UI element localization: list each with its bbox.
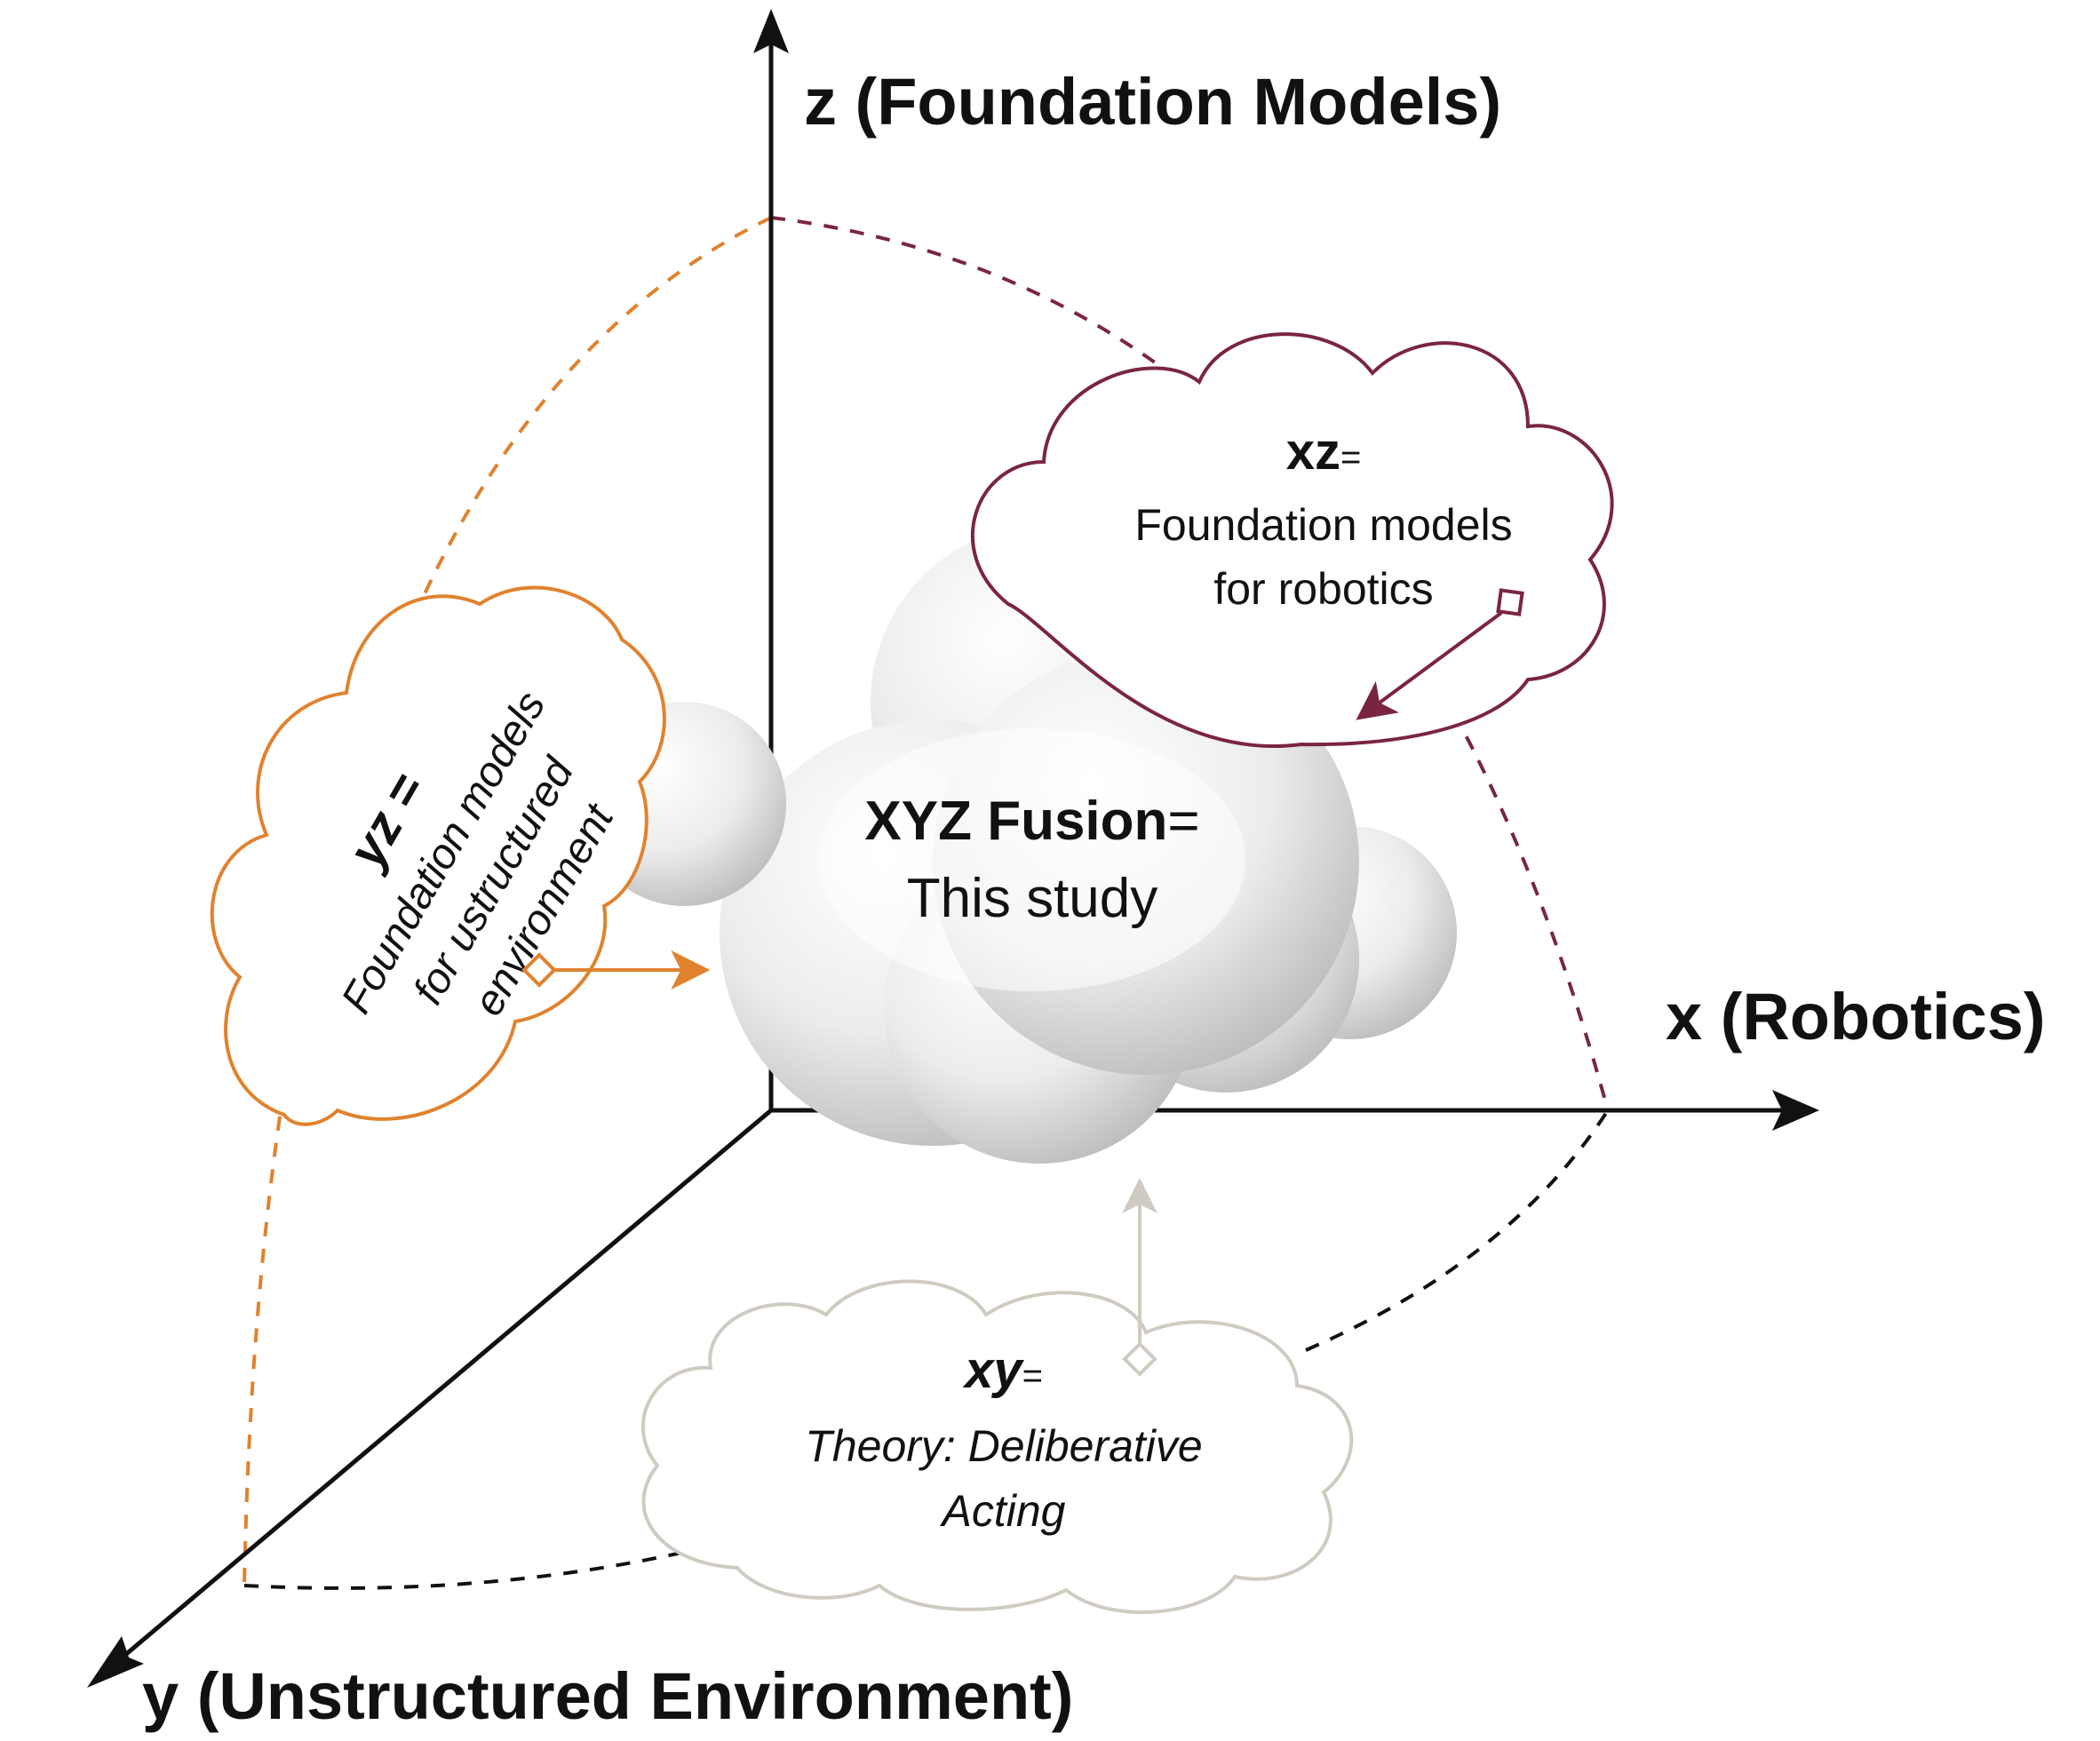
xz-title: xz [1286,423,1340,481]
xy-title: xy [962,1341,1024,1399]
y-axis-label: y (Unstructured Environment) [142,1659,1073,1733]
yz-cloud [210,585,666,1126]
z-axis-label: z (Foundation Models) [804,65,1501,139]
center-equals: = [1167,791,1199,852]
xy-equals: = [1022,1356,1043,1395]
xz-line2: for robotics [1213,564,1433,614]
z-axis-arrowhead [753,9,789,53]
xz-cloud [971,332,1614,748]
center-subtitle: This study [907,868,1158,929]
xz-heading: xz= [1286,423,1362,481]
xy-line2: Acting [940,1486,1066,1536]
central-cloud [582,524,1457,1164]
center-label: XYZ Fusion= [864,791,1199,852]
y-axis-arrowhead [87,1636,144,1688]
xz-line1: Foundation models [1134,500,1512,550]
xy-line1: Theory: Deliberative [805,1421,1202,1471]
xz-equals: = [1340,438,1361,477]
center-title: XYZ Fusion [864,791,1167,852]
xy-plane-arc-left [243,1542,720,1590]
x-axis-label: x (Robotics) [1666,980,2046,1053]
xy-heading: xy= [962,1341,1043,1399]
xy-cloud [640,1279,1354,1615]
center-highlight [819,728,1245,991]
xy-plane-arc-right [1305,1109,1610,1352]
xy-connector-start [1122,1341,1157,1377]
xz-arrow [1356,611,1503,720]
y-axis [100,1109,773,1676]
x-axis-arrowhead [1772,1090,1819,1131]
xz-connector-start [1496,588,1524,616]
yz-connector-start [521,952,557,988]
